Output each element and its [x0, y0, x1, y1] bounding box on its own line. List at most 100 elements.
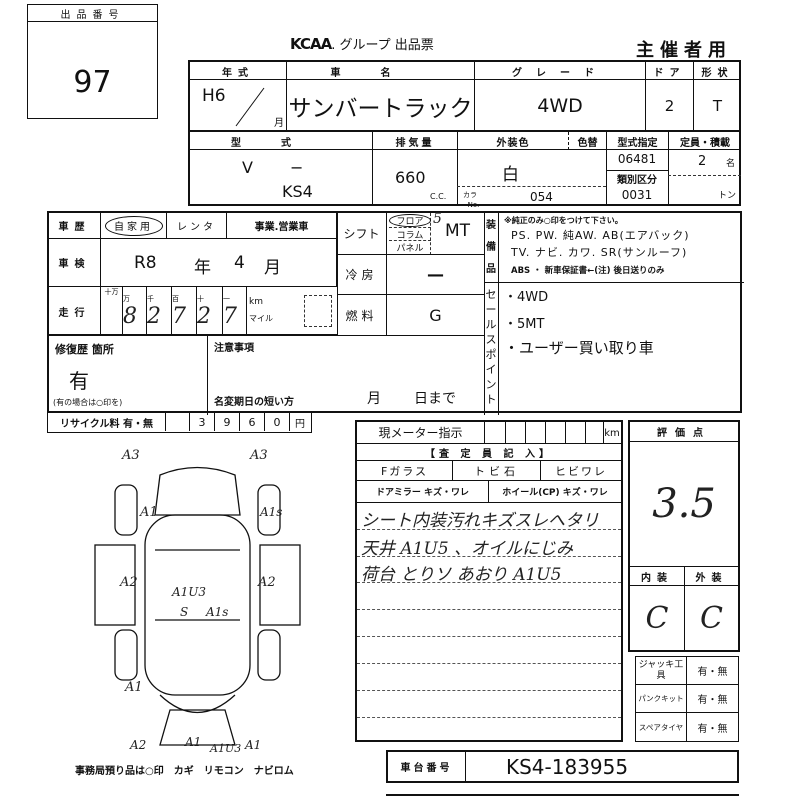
year-value: H6 [202, 86, 226, 106]
capacity-value: 2 [698, 154, 707, 169]
cc-label: 排気量 [372, 132, 457, 150]
fuel-label: 燃料 [337, 295, 387, 335]
vehicle-table: 年式 H6 月 車名 サンバートラック グレード 4WD ドア 2 形状 T 型… [188, 60, 741, 209]
ac-value: — [387, 255, 484, 295]
chassis-box: 車台番号 KS4-183955 [386, 750, 739, 783]
name-label: 車名 [286, 62, 474, 80]
capacity-unit: 名 [726, 159, 736, 169]
shift-gears: 5 [433, 211, 442, 227]
model-value: KS4 [282, 182, 313, 201]
vehicle-name: サンバートラック [286, 80, 474, 132]
form-title: KCAA. グループ 出品票 [290, 34, 434, 53]
accessory-value[interactable]: 有・無 [687, 657, 738, 685]
damage-mark: A3 [122, 448, 140, 463]
unit-100k: 十万 [104, 288, 119, 296]
damage-mark: A3 [250, 448, 268, 463]
fuel-value: G [429, 305, 442, 325]
recycle-digit: 9 [215, 413, 240, 431]
unit-10: 十 [197, 294, 204, 303]
damage-mark: A2 [258, 575, 276, 590]
damage-mark: A1 [140, 505, 158, 520]
mile-checkbox[interactable] [304, 295, 332, 327]
accessories-table: ジャッキ工具 有・無 パンクキット 有・無 スペアタイヤ 有・無 [635, 656, 739, 742]
recycle-row: リサイクル料 有・無 3 9 6 0 円 [47, 413, 312, 433]
inspection-label: 車検 [49, 239, 101, 287]
score-box: 評価点 3.5 内装 外装 C C [628, 420, 740, 652]
crack-label[interactable]: ヒビワレ [541, 461, 621, 481]
type-desig-value: 06481 [617, 152, 657, 166]
month-unit: 月 [274, 118, 284, 129]
interior-grade: C [630, 586, 685, 650]
sales-point: ・5MT [504, 317, 545, 332]
damage-mark: S [180, 605, 189, 619]
exterior-label: 外装 [685, 566, 738, 586]
color-change-label: 色替 [568, 132, 606, 150]
sales-label: セールスポイント [484, 283, 499, 415]
category-value: 0031 [621, 188, 653, 202]
load-unit: トン [718, 191, 737, 201]
shift-type: MT [445, 221, 471, 241]
history-option-rental[interactable]: レンタ [167, 213, 227, 239]
damage-mark: A1U3 [210, 742, 242, 755]
inspection-month: 4 [234, 253, 245, 273]
repair-label: 修復歴 箇所 [55, 343, 114, 356]
inspector-note: 天井 A1U5 、オイルにじみ [361, 539, 574, 559]
fglass-label: Fガラス [357, 461, 453, 481]
title-text: . グループ 出品票 [331, 38, 434, 53]
damage-mark: A1 [245, 738, 262, 752]
shift-option-column[interactable]: コラム [389, 227, 431, 241]
category-label: 類別区分 [606, 170, 668, 186]
inspection-era: R8 [134, 253, 157, 273]
chassis-label: 車台番号 [388, 752, 466, 781]
grade-label: グレード [474, 62, 645, 80]
year-label: 年式 [222, 67, 254, 79]
door-label: ドア [645, 62, 693, 80]
damage-mark: A1U3 [172, 585, 207, 599]
equipment-line-3: ABS ・ 新車保証書←(注) 後日送りのみ [511, 266, 665, 276]
mileage-digit: 7 [172, 303, 186, 329]
mileage-digit: 8 [123, 303, 137, 329]
accessory-label: スペアタイヤ [636, 713, 687, 741]
car-damage-diagram [94, 466, 301, 746]
score-label: 評価点 [630, 422, 738, 442]
capacity-label: 定員・積載 [668, 132, 741, 150]
mileage-label: 走行 [49, 287, 101, 335]
model-dash: − [290, 158, 304, 177]
inspector-note: 荷台 とりソ あおり A1U5 [361, 565, 562, 585]
inspection-month-unit: 月 [264, 258, 281, 278]
recycle-digit: 3 [190, 413, 215, 431]
copy-label: 主催者用 [636, 40, 732, 61]
chip-label[interactable]: トビ石 [453, 461, 541, 481]
exterior-grade: C [700, 600, 723, 636]
selected-circle [105, 216, 163, 236]
shape-value: T [693, 80, 741, 132]
unit-100: 百 [172, 294, 179, 303]
rename-month: 月 [367, 391, 381, 407]
repair-note: (有の場合は○印を) [53, 398, 123, 407]
inspection-year-unit: 年 [194, 258, 211, 278]
shift-option-panel[interactable]: パネル [389, 240, 431, 254]
equipment-line-1: PS. PW. 純AW. AB(エアバック) [511, 229, 690, 242]
repair-value: 有 [69, 369, 89, 393]
history-option-business[interactable]: 事業.営業車 [227, 213, 337, 239]
slash-mark [235, 87, 265, 127]
accessory-value[interactable]: 有・無 [687, 685, 738, 713]
accessory-value[interactable]: 有・無 [697, 723, 728, 735]
inspector-box: 現メーター指示 km 【査 定 員 記 入】 Fガラス トビ石 ヒビワレ ドアミ… [355, 420, 623, 742]
sales-point: ・ユーザー買い取り車 [504, 339, 654, 357]
model-prefix: V [242, 158, 253, 177]
score-value: 3.5 [652, 481, 716, 527]
door-value: 2 [645, 80, 693, 132]
accessory-label: ジャッキ工具 [636, 657, 687, 685]
lot-label: 出品番号 [28, 5, 157, 22]
color-value: 白 [502, 165, 519, 185]
shift-options: フロア コラム パネル [389, 213, 431, 255]
recycle-label: リサイクル料 有・無 [48, 413, 166, 431]
recycle-digit [166, 413, 190, 431]
brand-logo: KCAA [290, 35, 332, 53]
color-no-label: カラーNo. [460, 191, 480, 209]
lot-box: 出品番号 97 [27, 4, 158, 119]
shift-option-floor[interactable]: フロア [389, 214, 431, 227]
rename-day: 日まで [414, 391, 456, 407]
